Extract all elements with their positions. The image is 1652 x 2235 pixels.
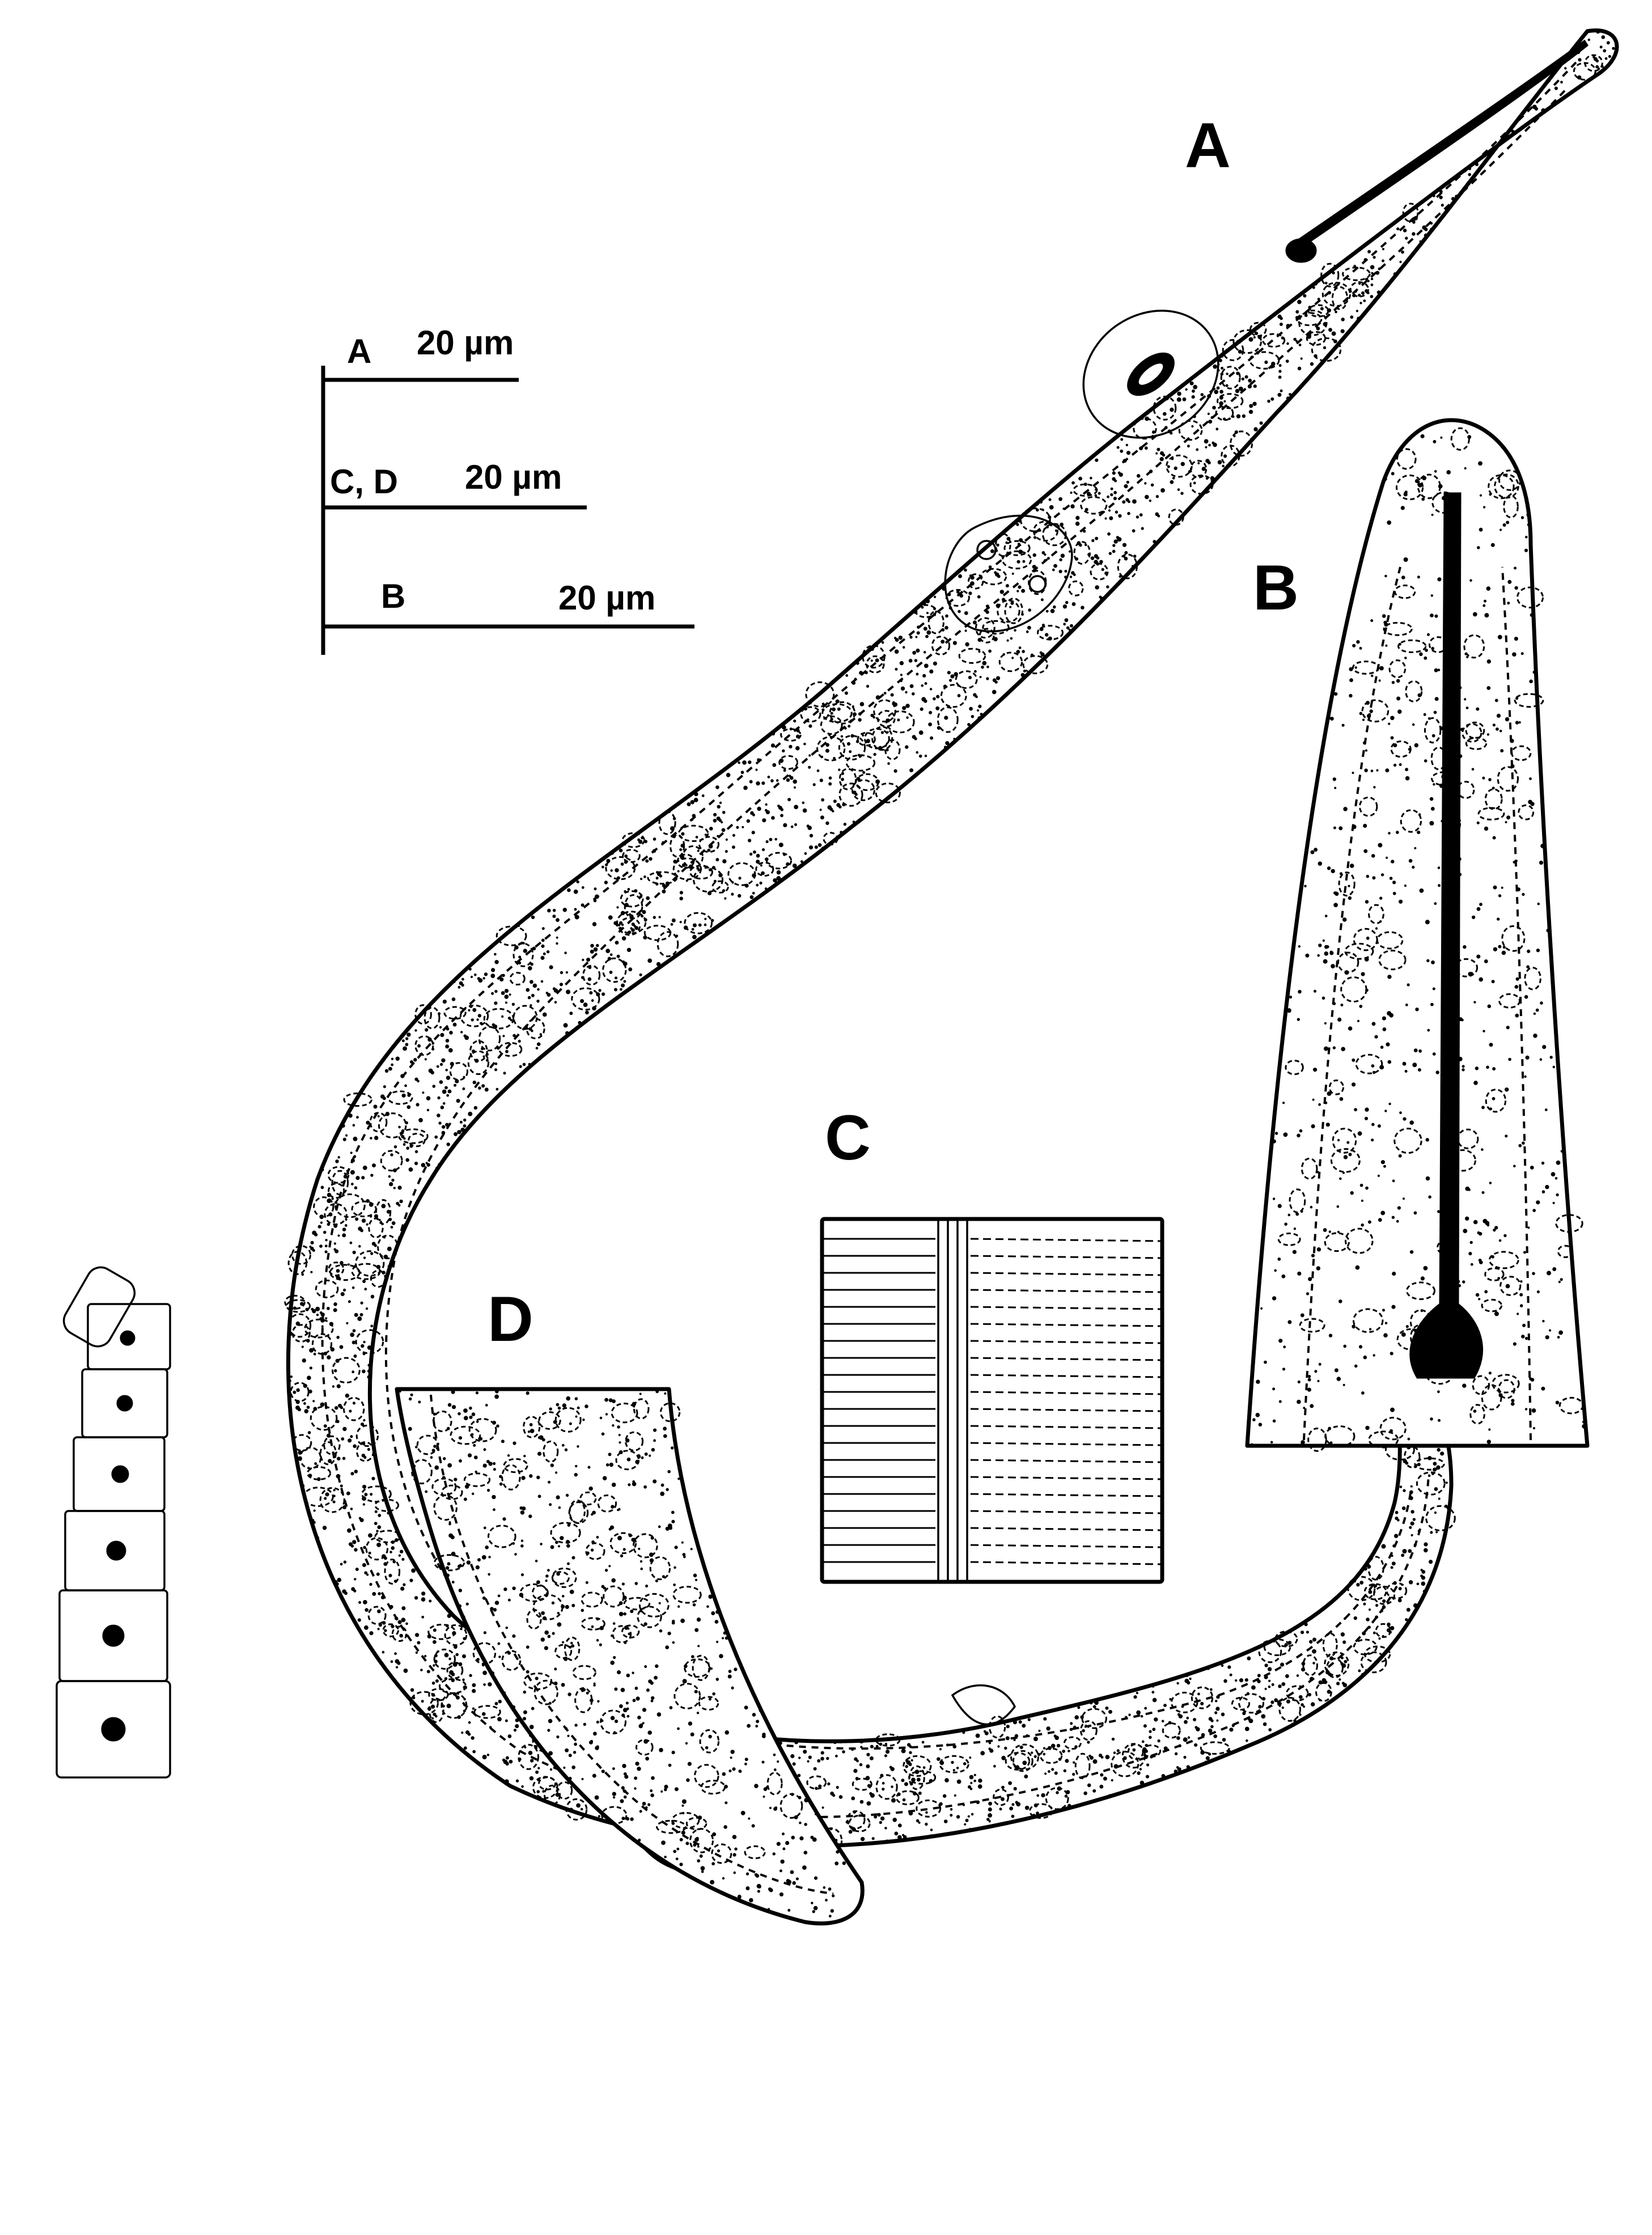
cuticle-block <box>820 1217 1164 1584</box>
panel-d-tail <box>395 1387 865 1925</box>
anterior-granules <box>1249 427 1587 1452</box>
scale-label-cd-panel: C, D <box>330 463 398 501</box>
stylet-knob <box>1285 238 1317 263</box>
scale-label-cd-length: 20 µm <box>465 458 562 496</box>
panel-b-anterior <box>1245 418 1590 1452</box>
tail-granules <box>399 1390 846 1918</box>
scale-label-a-length: 20 µm <box>417 324 514 362</box>
body-granules <box>284 29 1615 1854</box>
panel-c-cuticle <box>820 1217 1164 1584</box>
anterior-outline <box>1245 418 1590 1448</box>
panel-a-body <box>56 28 1619 1875</box>
cuticle-annules <box>822 1238 1163 1565</box>
median-bulb <box>1082 310 1219 439</box>
anterior-inner-right <box>1501 566 1532 1441</box>
scale-bars: A 20 µm C, D 20 µm B 20 µm <box>321 324 694 655</box>
anterior-stylet <box>1409 492 1483 1379</box>
scale-label-a-panel: A <box>347 332 371 370</box>
body-inner-line-dorsal <box>321 61 1577 1818</box>
panel-label-d: D <box>488 1284 533 1354</box>
scale-label-b-panel: B <box>381 577 405 615</box>
vulva <box>951 1684 1016 1725</box>
anterior-inner-left <box>1303 566 1401 1441</box>
scale-label-b-length: 20 µm <box>558 579 655 617</box>
body-inner-line-ventral <box>385 90 1566 1750</box>
tail-outline <box>395 1387 865 1925</box>
panel-label-c: C <box>825 1102 871 1173</box>
oocyte-row <box>56 1266 171 1779</box>
tail-inner <box>430 1394 834 1895</box>
panel-label-a: A <box>1185 110 1231 181</box>
panel-label-b: B <box>1253 552 1299 623</box>
basal-bulb <box>944 514 1073 633</box>
